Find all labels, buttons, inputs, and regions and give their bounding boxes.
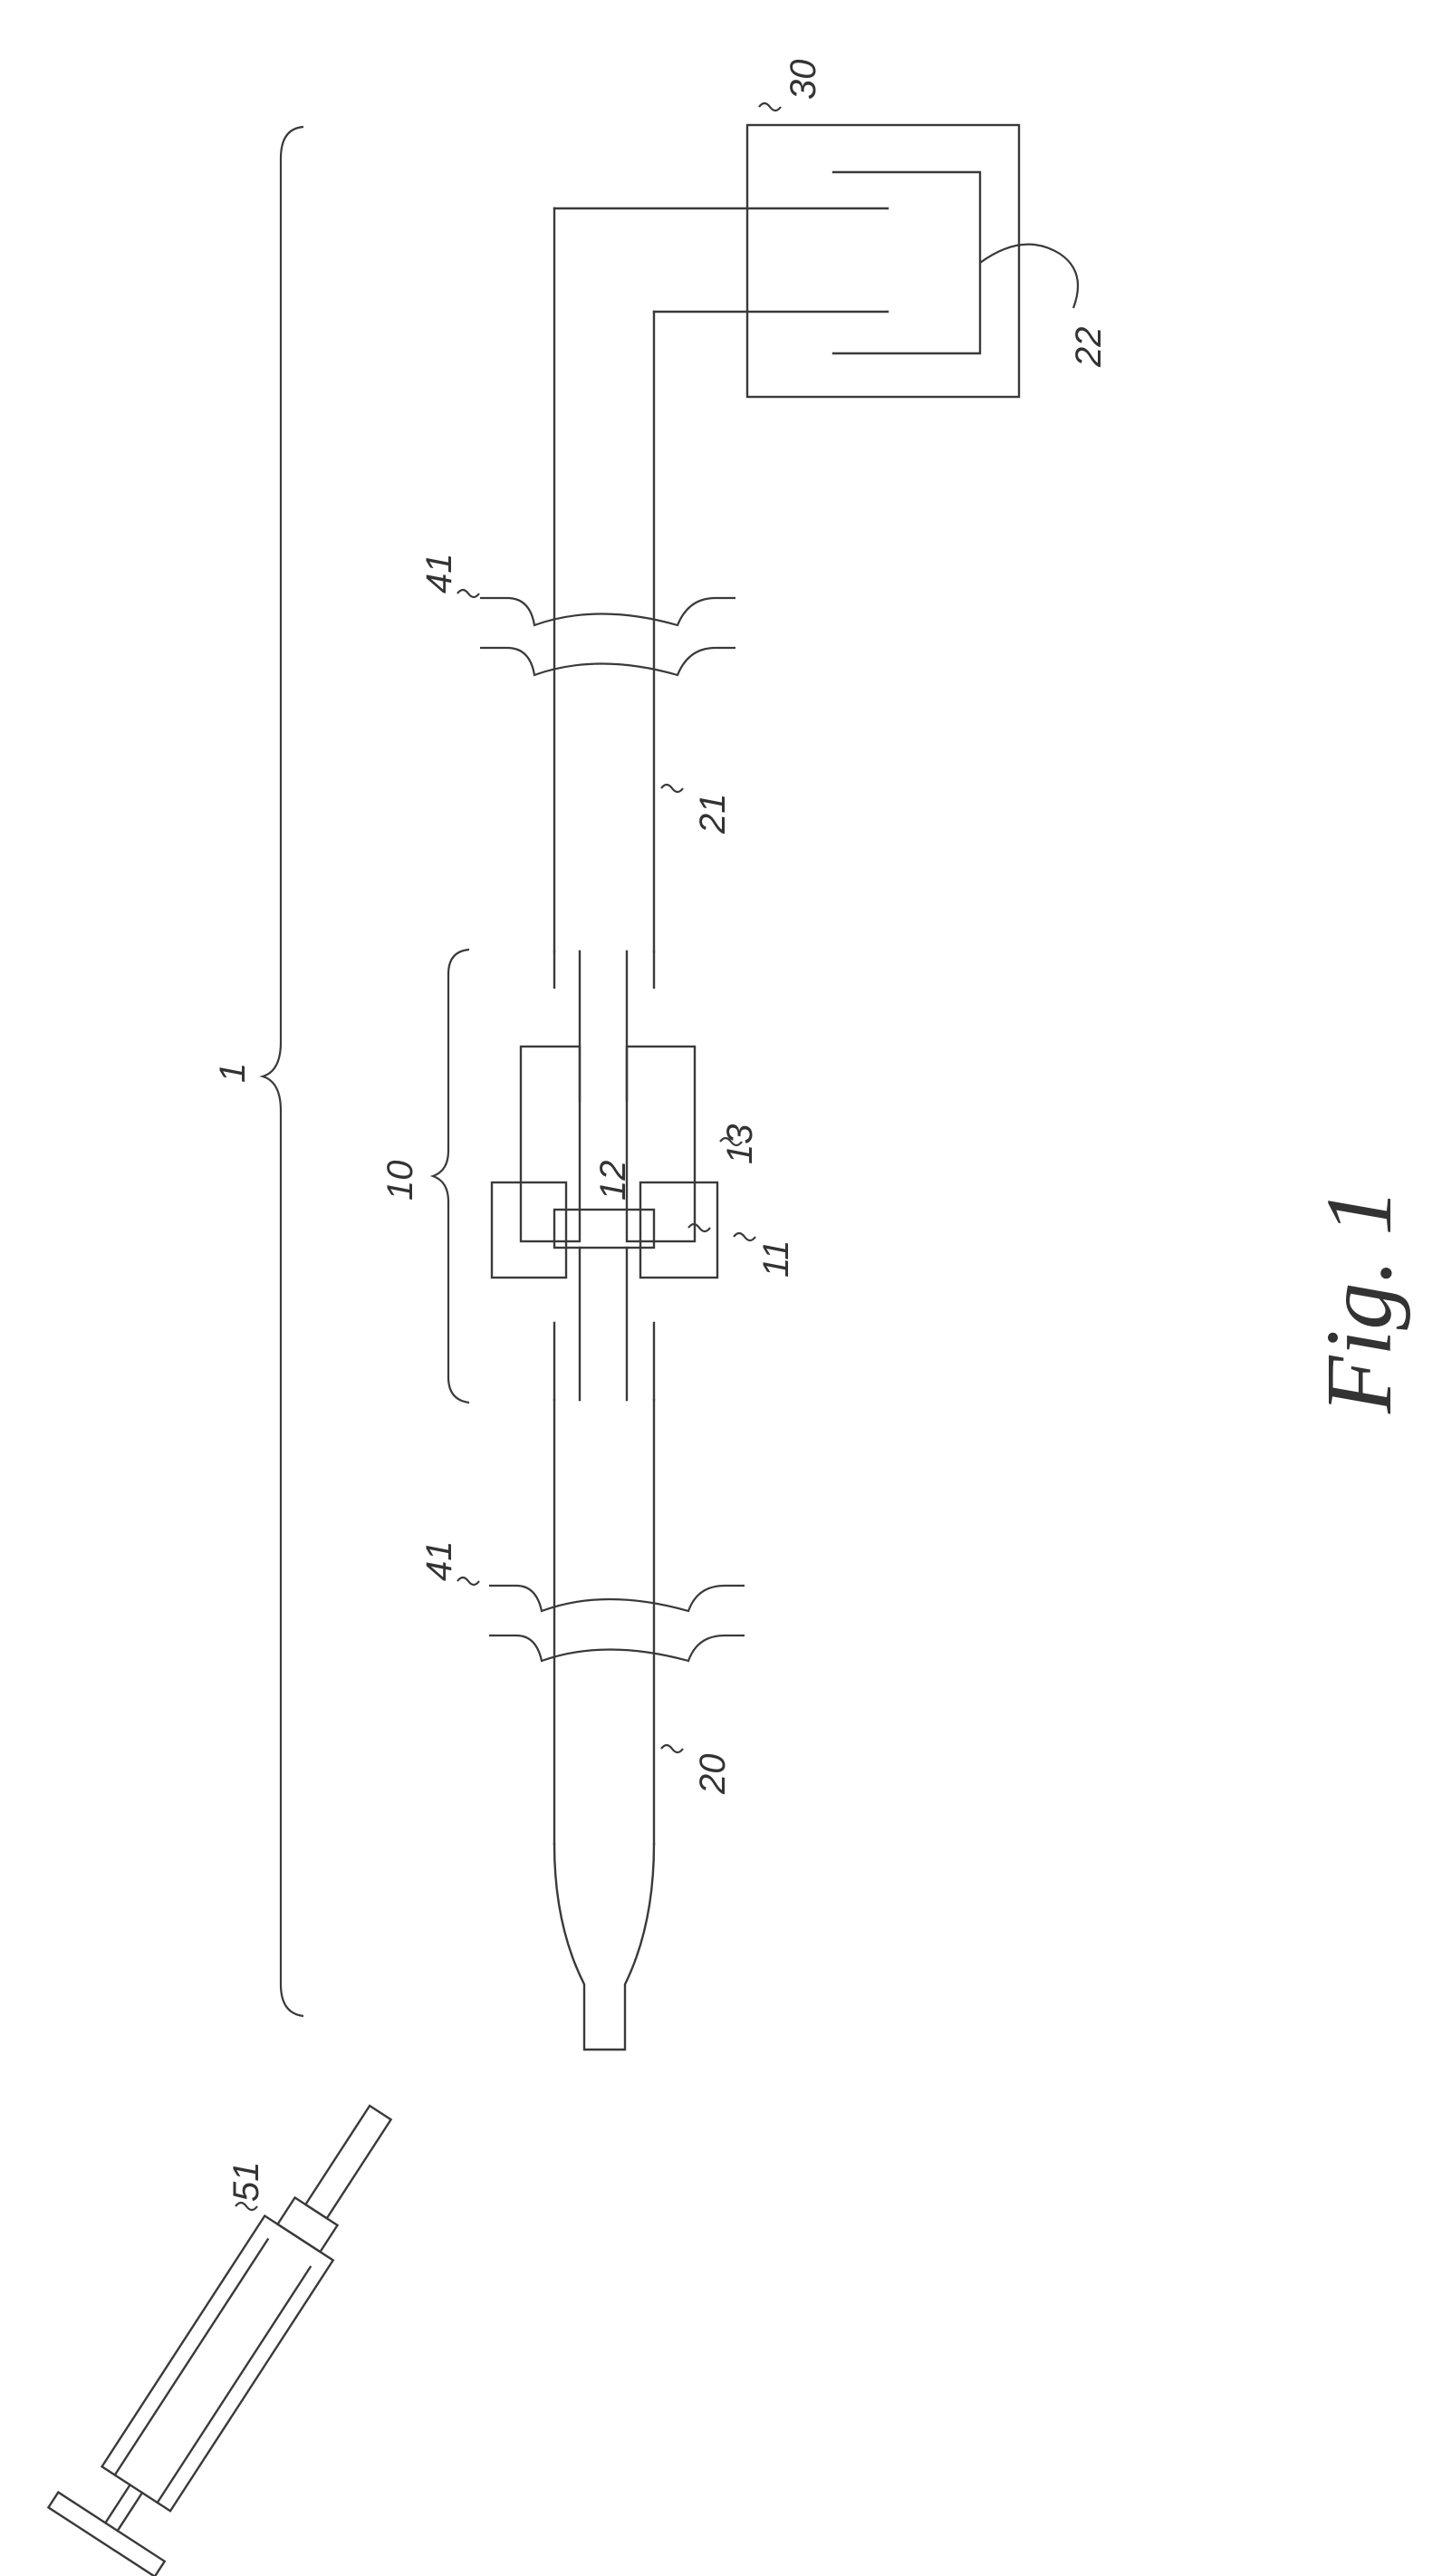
tube-20 [554,1400,654,2050]
break-41-upper [480,598,735,675]
system-brace [263,127,303,2016]
label-tube-21: 21 [693,794,733,835]
break-41-lower [489,1586,745,1661]
leader-marks [236,103,781,2210]
figure-caption: Fig. 1 [1307,1189,1411,1414]
syringe-51 [48,2078,433,2576]
label-break-41-upper: 41 [419,554,459,594]
label-part-12: 12 [593,1161,633,1201]
label-tube-20: 20 [693,1754,733,1796]
label-break-41-lower: 41 [419,1541,459,1582]
label-part-13: 13 [720,1124,760,1165]
label-connector-10: 10 [380,1161,420,1201]
box-30 [554,125,1019,397]
tube-21 [554,208,654,1101]
label-part-11: 11 [756,1240,796,1278]
label-syringe-51: 51 [226,2162,266,2203]
label-box-30: 30 [783,60,823,101]
label-part-22: 22 [1069,327,1109,369]
leader-22 [980,245,1078,308]
label-system-1: 1 [213,1063,253,1083]
connector-brace [433,950,469,1403]
